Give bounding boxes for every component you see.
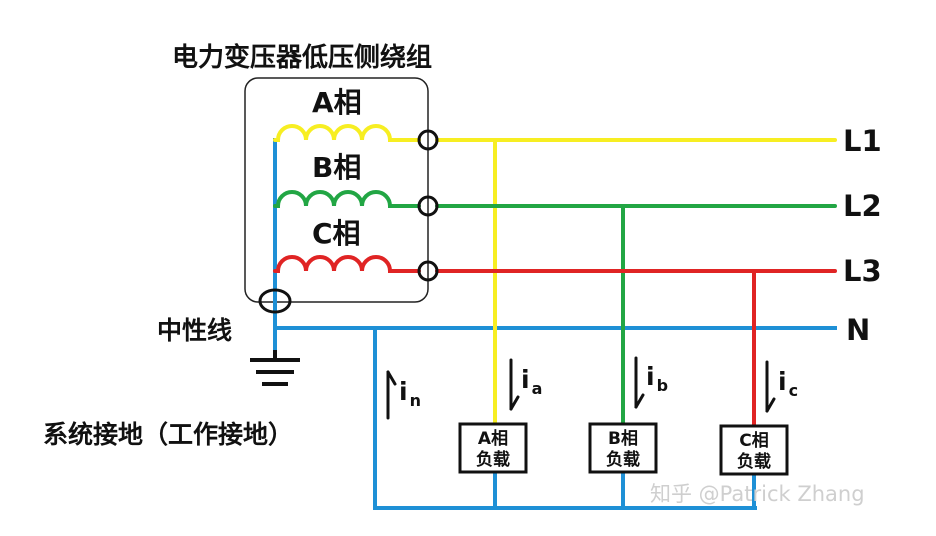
phase-a-wiring [273,124,837,426]
load-c-label-2: 负载 [737,451,771,472]
neutral-wiring [273,138,837,510]
arrow-down-icon [765,360,776,413]
winding-box [244,77,429,303]
phase-c-label: C相 [312,217,361,250]
load-c-box: C相 负载 [719,424,789,476]
neutral-point-marker [258,288,292,314]
terminal-a [417,129,439,151]
line-label-n: N [846,313,870,347]
phase-a-coil [273,124,421,142]
terminals [258,129,439,314]
load-b-label-1: B相 [608,428,638,449]
arrow-up-icon [386,370,397,420]
load-b-box: B相 负载 [588,422,658,474]
line-label-l1: L1 [843,124,882,158]
terminal-c [417,260,439,282]
watermark: 知乎 @Patrick Zhang [650,482,865,506]
line-label-l3: L3 [843,254,882,288]
phase-c-wiring [273,255,837,428]
line-label-l2: L2 [843,189,882,223]
arrow-down-icon [634,356,645,409]
load-a-label-1: A相 [478,428,508,449]
ground-symbol [250,350,300,386]
load-a-label-2: 负载 [476,449,510,470]
terminal-b [417,195,439,217]
ground-label: 系统接地（工作接地） [43,420,293,449]
load-a-box: A相 负载 [458,422,528,474]
arrow-down-icon [509,358,520,411]
phase-c-coil [273,255,421,273]
phase-a-label: A相 [312,86,362,119]
neutral-line-label: 中性线 [157,316,232,345]
diagram-title: 电力变压器低压侧绕组 [172,42,432,73]
current-arrows [386,356,776,420]
phase-b-coil [273,190,421,208]
phase-b-label: B相 [312,151,361,184]
load-c-label-1: C相 [739,430,768,451]
load-b-label-2: 负载 [606,449,640,470]
phase-b-wiring [273,190,837,426]
